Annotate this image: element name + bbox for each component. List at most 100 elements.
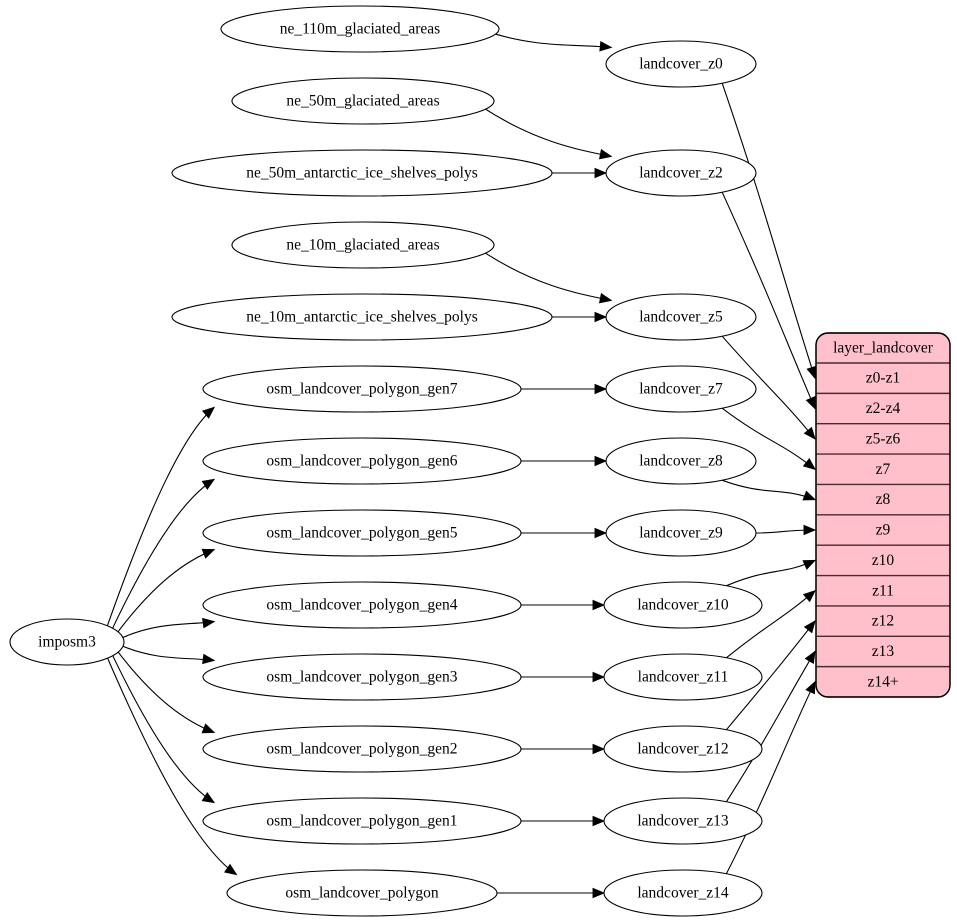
node-label-landcover_z0: landcover_z0 — [639, 56, 723, 73]
layer-table-row-z10[interactable]: z10 — [872, 552, 895, 569]
layer-table-row-z7[interactable]: z7 — [876, 461, 891, 478]
layer-table-row-z9[interactable]: z9 — [876, 522, 891, 539]
edge-landcover_z2-to-layer_landcover-z2-z4 — [721, 192, 816, 409]
node-landcover_z2[interactable]: landcover_z2 — [605, 149, 757, 197]
node-shape-landcover_z2 — [605, 149, 757, 197]
edge-imposm3-to-osm_landcover_polygon_gen2-arrowhead — [201, 723, 216, 734]
node-shape-landcover_z11 — [603, 653, 763, 701]
edge-landcover_z10-to-layer_landcover-z10-arrowhead — [802, 559, 817, 570]
node-shape-ne_110m_glaciated_areas — [220, 5, 500, 53]
edge-landcover_z11-to-layer_landcover-z11 — [726, 590, 816, 659]
node-osm_landcover_polygon[interactable]: osm_landcover_polygon — [226, 869, 498, 917]
node-osm_landcover_polygon_gen4[interactable]: osm_landcover_polygon_gen4 — [202, 581, 522, 629]
node-ne_50m_antarctic_ice_shelves_polys[interactable]: ne_50m_antarctic_ice_shelves_polys — [171, 149, 553, 197]
node-shape-ne_10m_antarctic_ice_shelves_polys — [171, 293, 553, 341]
node-ne_50m_glaciated_areas[interactable]: ne_50m_glaciated_areas — [231, 77, 495, 125]
edge-landcover_z11-to-layer_landcover-z11-arrowhead — [802, 589, 816, 603]
layer-table-row-z13[interactable]: z13 — [872, 643, 895, 660]
node-label-osm_landcover_polygon_gen6: osm_landcover_polygon_gen6 — [266, 453, 457, 470]
node-landcover_z8[interactable]: landcover_z8 — [605, 437, 757, 485]
node-landcover_z13[interactable]: landcover_z13 — [603, 797, 763, 845]
node-label-ne_110m_glaciated_areas: ne_110m_glaciated_areas — [280, 21, 440, 38]
node-label-landcover_z14: landcover_z14 — [637, 885, 728, 902]
node-label-osm_landcover_polygon_gen1: osm_landcover_polygon_gen1 — [266, 813, 457, 830]
node-osm_landcover_polygon_gen1[interactable]: osm_landcover_polygon_gen1 — [202, 797, 522, 845]
edge-imposm3-to-osm_landcover_polygon_gen6 — [111, 478, 215, 631]
node-landcover_z14[interactable]: landcover_z14 — [603, 869, 763, 917]
node-ne_110m_glaciated_areas[interactable]: ne_110m_glaciated_areas — [220, 5, 500, 53]
layer-table-row-z12[interactable]: z12 — [872, 613, 894, 630]
edge-landcover_z7-to-layer_landcover-z7-arrowhead — [802, 457, 816, 471]
node-osm_landcover_polygon_gen7[interactable]: osm_landcover_polygon_gen7 — [202, 365, 522, 413]
node-shape-ne_10m_glaciated_areas — [231, 221, 495, 269]
edges-layer — [106, 30, 817, 899]
node-label-ne_10m_glaciated_areas: ne_10m_glaciated_areas — [286, 237, 439, 254]
layer-table-row-z0-z1[interactable]: z0-z1 — [866, 370, 900, 387]
edge-landcover_z12-to-layer_landcover-z12-arrowhead — [803, 620, 816, 634]
node-shape-osm_landcover_polygon — [226, 869, 498, 917]
node-ne_10m_glaciated_areas[interactable]: ne_10m_glaciated_areas — [231, 221, 495, 269]
node-shape-landcover_z14 — [603, 869, 763, 917]
node-landcover_z0[interactable]: landcover_z0 — [605, 40, 757, 88]
node-landcover_z5[interactable]: landcover_z5 — [605, 293, 757, 341]
edge-landcover_z13-to-layer_landcover-z13 — [725, 651, 816, 802]
node-label-osm_landcover_polygon: osm_landcover_polygon — [285, 885, 439, 902]
edge-osm_landcover_polygon-to-landcover_z14-arrowhead — [592, 887, 606, 899]
edge-imposm3-to-osm_landcover_polygon_gen7 — [106, 406, 215, 628]
layer-table-row-z2-z4[interactable]: z2-z4 — [866, 400, 901, 417]
node-shape-landcover_z9 — [605, 509, 757, 557]
node-landcover_z12[interactable]: landcover_z12 — [603, 725, 763, 773]
node-label-landcover_z11: landcover_z11 — [638, 669, 729, 686]
edge-osm_landcover_polygon_gen1-to-landcover_z13-arrowhead — [592, 815, 606, 827]
node-osm_landcover_polygon_gen2[interactable]: osm_landcover_polygon_gen2 — [202, 725, 522, 773]
node-imposm3[interactable]: imposm3 — [9, 618, 125, 666]
edge-imposm3-to-osm_landcover_polygon-arrowhead — [224, 863, 238, 876]
node-shape-landcover_z10 — [603, 581, 763, 629]
edge-ne_10m_glaciated_areas-to-landcover_z5 — [480, 249, 612, 301]
node-label-ne_50m_glaciated_areas: ne_50m_glaciated_areas — [286, 93, 439, 110]
node-landcover_z9[interactable]: landcover_z9 — [605, 509, 757, 557]
edge-osm_landcover_polygon_gen3-to-landcover_z11-arrowhead — [592, 671, 606, 683]
node-shape-imposm3 — [9, 618, 125, 666]
edge-osm_landcover_polygon_gen6-to-landcover_z8-arrowhead — [594, 455, 608, 467]
node-label-landcover_z5: landcover_z5 — [639, 309, 723, 326]
layer-table-row-z14+[interactable]: z14+ — [867, 673, 898, 690]
edge-landcover_z7-to-layer_landcover-z7 — [721, 407, 816, 470]
edge-ne_10m_antarctic_ice_shelves_polys-to-landcover_z5-arrowhead — [594, 311, 608, 323]
node-shape-osm_landcover_polygon_gen3 — [202, 653, 522, 701]
node-label-landcover_z8: landcover_z8 — [639, 453, 723, 470]
node-osm_landcover_polygon_gen6[interactable]: osm_landcover_polygon_gen6 — [202, 437, 522, 485]
layer-table-row-z11[interactable]: z11 — [872, 582, 894, 599]
edge-landcover_z5-to-layer_landcover-z5-z6 — [721, 335, 816, 440]
node-shape-landcover_z8 — [605, 437, 757, 485]
node-ne_10m_antarctic_ice_shelves_polys[interactable]: ne_10m_antarctic_ice_shelves_polys — [171, 293, 553, 341]
edge-ne_50m_glaciated_areas-to-landcover_z2-arrowhead — [598, 149, 613, 160]
node-landcover_z11[interactable]: landcover_z11 — [603, 653, 763, 701]
layer-landcover-table[interactable]: layer_landcoverz0-z1z2-z4z5-z6z7z8z9z10z… — [815, 332, 951, 698]
edge-osm_landcover_polygon_gen2-to-landcover_z12-arrowhead — [592, 743, 606, 755]
edge-imposm3-to-osm_landcover_polygon_gen1 — [111, 653, 215, 804]
edge-osm_landcover_polygon_gen7-to-landcover_z7-arrowhead — [594, 383, 608, 395]
edge-ne_110m_glaciated_areas-to-landcover_z0-arrowhead — [599, 41, 613, 52]
node-label-landcover_z9: landcover_z9 — [639, 525, 723, 542]
node-shape-landcover_z0 — [605, 40, 757, 88]
node-shape-osm_landcover_polygon_gen6 — [202, 437, 522, 485]
node-label-landcover_z7: landcover_z7 — [639, 381, 723, 398]
node-label-landcover_z12: landcover_z12 — [637, 741, 728, 758]
node-shape-osm_landcover_polygon_gen2 — [202, 725, 522, 773]
node-shape-landcover_z7 — [605, 365, 757, 413]
node-osm_landcover_polygon_gen5[interactable]: osm_landcover_polygon_gen5 — [202, 509, 522, 557]
edge-imposm3-to-osm_landcover_polygon_gen5-arrowhead — [201, 548, 216, 559]
node-landcover_z7[interactable]: landcover_z7 — [605, 365, 757, 413]
node-landcover_z10[interactable]: landcover_z10 — [603, 581, 763, 629]
node-osm_landcover_polygon_gen3[interactable]: osm_landcover_polygon_gen3 — [202, 653, 522, 701]
edge-ne_50m_glaciated_areas-to-landcover_z2 — [480, 105, 612, 157]
layer-table-row-z5-z6[interactable]: z5-z6 — [866, 430, 901, 447]
node-shape-osm_landcover_polygon_gen7 — [202, 365, 522, 413]
edge-ne_50m_antarctic_ice_shelves_polys-to-landcover_z2-arrowhead — [594, 167, 608, 179]
layer-table-row-z8[interactable]: z8 — [876, 491, 891, 508]
edge-imposm3-to-osm_landcover_polygon_gen4 — [118, 621, 215, 640]
edge-landcover_z5-to-layer_landcover-z5-z6-arrowhead — [803, 426, 816, 440]
node-shape-osm_landcover_polygon_gen4 — [202, 581, 522, 629]
